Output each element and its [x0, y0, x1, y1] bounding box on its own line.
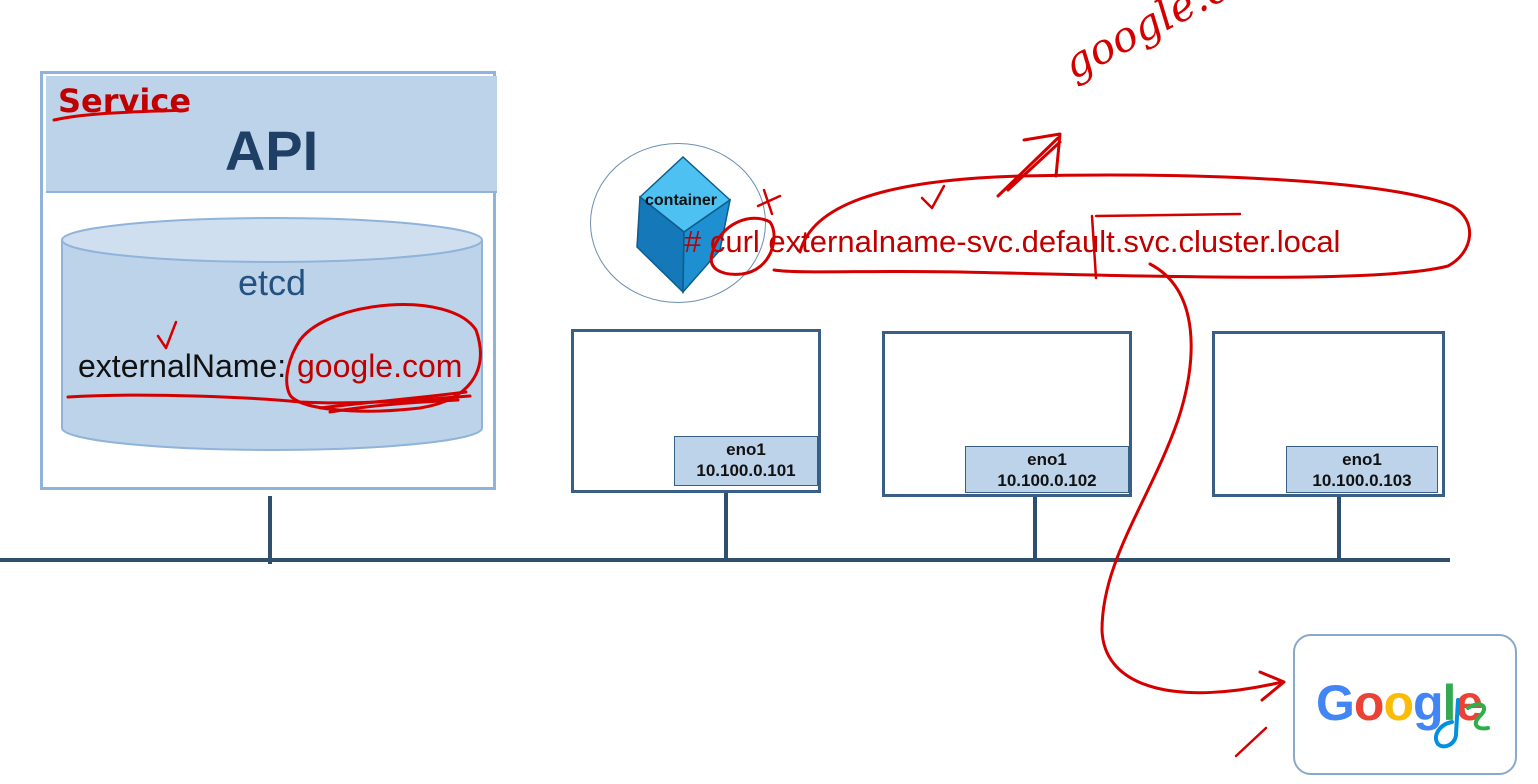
node3-nic-name: eno1	[1342, 450, 1382, 469]
google-letter: o	[1383, 675, 1414, 731]
service-underline	[52, 108, 188, 122]
google-value-scribble	[318, 390, 468, 414]
curl-command: # curl externalname-svc.default.svc.clus…	[684, 224, 1341, 259]
node1-nic-name: eno1	[726, 440, 766, 459]
curl-circle	[709, 216, 776, 276]
node2-nic: eno1 10.100.0.102	[965, 446, 1129, 493]
bottom-stroke	[1234, 726, 1268, 758]
node1-nic: eno1 10.100.0.101	[674, 436, 818, 486]
up-arrow	[996, 132, 1062, 198]
node2-nic-ip: 10.100.0.102	[997, 471, 1097, 490]
cmd-check-mark	[920, 184, 946, 210]
api-title: API	[224, 119, 319, 182]
etcd-label: etcd	[237, 262, 307, 303]
etcd-cylinder	[61, 217, 483, 451]
external-name-key: externalName:	[78, 348, 287, 384]
google-letter: l	[1442, 675, 1457, 731]
google-letter: G	[1316, 675, 1355, 731]
google-logo: Google	[1316, 674, 1483, 732]
node3-nic-ip: 10.100.0.103	[1312, 471, 1412, 490]
domain-loop	[772, 173, 1471, 279]
down-arrow	[1100, 262, 1284, 695]
down-arrow-head	[1258, 670, 1286, 702]
domain-bracket	[1090, 212, 1242, 280]
google-letter: g	[1413, 675, 1444, 731]
external-name-value: google.com	[297, 348, 463, 384]
container-cube-icon	[636, 155, 732, 295]
api-header	[46, 76, 497, 193]
node3-nic: eno1 10.100.0.103	[1286, 446, 1438, 493]
google-letter: o	[1353, 675, 1385, 731]
google-box	[1293, 634, 1517, 775]
node2-nic-name: eno1	[1027, 450, 1067, 469]
curl-mark	[756, 188, 782, 216]
container-label: container	[645, 192, 718, 209]
check-mark	[156, 320, 178, 350]
node1-nic-ip: 10.100.0.101	[696, 461, 796, 480]
